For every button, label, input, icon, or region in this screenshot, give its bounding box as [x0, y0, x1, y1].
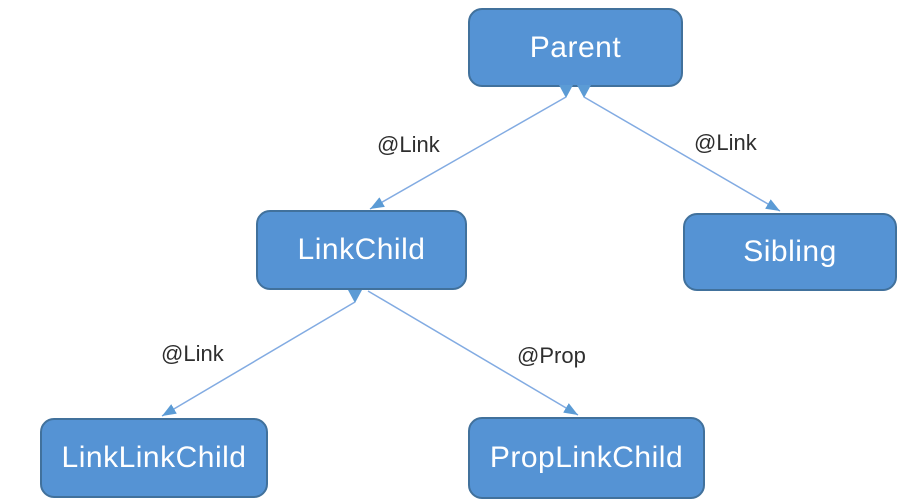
node-parent: Parent	[468, 8, 683, 87]
reverse-arrowhead-icon	[348, 290, 362, 303]
edge-label-link-right: @Link	[694, 130, 757, 155]
node-sibling-label: Sibling	[743, 235, 837, 268]
node-link-link-child-label: LinkLinkChild	[61, 441, 247, 474]
node-link-child-label: LinkChild	[297, 233, 426, 266]
node-prop-link-child: PropLinkChild	[468, 417, 705, 499]
edge-label-link-bottom: @Link	[161, 341, 224, 366]
node-sibling: Sibling	[683, 213, 897, 291]
node-link-child: LinkChild	[256, 210, 467, 290]
edge-label-prop: @Prop	[517, 343, 586, 368]
node-link-link-child: LinkLinkChild	[40, 418, 268, 498]
node-prop-link-child-label: PropLinkChild	[489, 441, 684, 474]
node-parent-label: Parent	[529, 30, 622, 64]
edge-label-link-left: @Link	[377, 132, 440, 157]
